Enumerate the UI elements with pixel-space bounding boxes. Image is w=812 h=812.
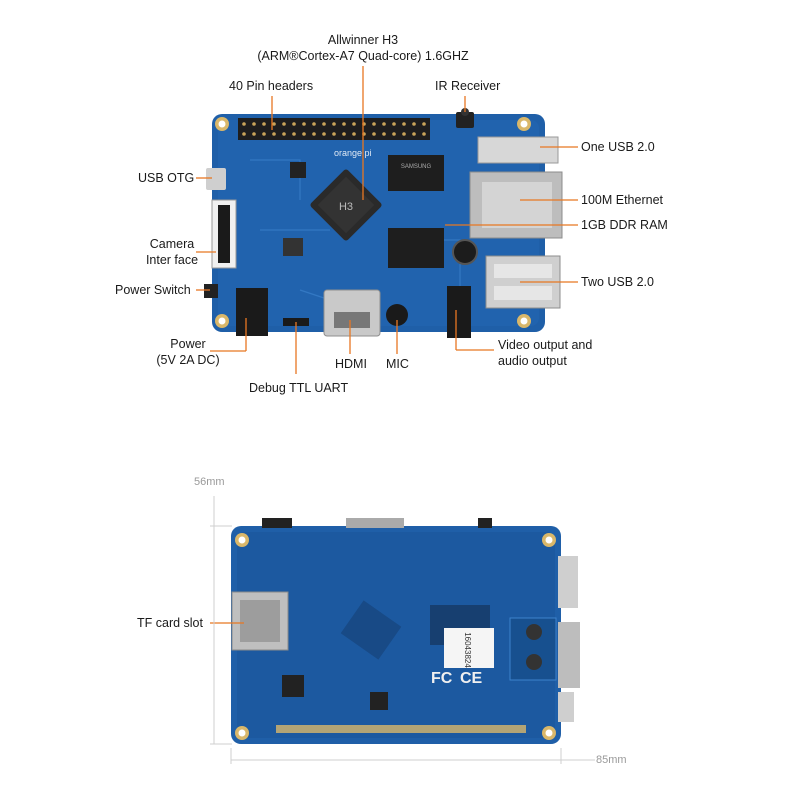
ir-receiver-label: IR Receiver [435, 79, 501, 93]
ce-mark: CE [460, 670, 483, 687]
top-leader-lines [196, 66, 578, 374]
height-dimension: 56mm [194, 476, 225, 488]
soc-mark: H3 [339, 201, 353, 213]
fcc-mark: FC [431, 670, 453, 687]
ethernet-label: 100M Ethernet [581, 193, 663, 207]
power-label-line2: (5V 2A DC) [156, 353, 220, 367]
one-usb-label: One USB 2.0 [581, 140, 655, 154]
camera-label: Camera Inter face [130, 236, 214, 268]
ram-mark: SAMSUNG [401, 164, 432, 170]
serial-sticker [444, 628, 494, 668]
av-jack [447, 286, 471, 338]
serial-number: 16043824 [463, 632, 472, 668]
hdmi-label: HDMI [335, 357, 367, 371]
brand-text: orange pi [334, 148, 372, 158]
two-usb-label: Two USB 2.0 [581, 275, 654, 289]
usb-otg-label: USB OTG [138, 171, 195, 185]
soc-label-line2: (ARM®Cortex-A7 Quad-core) 1.6GHZ [257, 49, 469, 63]
video-audio-line2: audio output [498, 354, 567, 368]
ram-label: 1GB DDR RAM [581, 218, 668, 232]
ir-receiver-part [456, 112, 474, 128]
pin-headers-label: 40 Pin headers [229, 79, 314, 93]
mic-part [386, 304, 408, 326]
power-switch-part [204, 284, 218, 298]
soc-chip [310, 169, 382, 241]
power-label: Power (5V 2A DC) [140, 336, 236, 368]
one-usb-port [477, 136, 559, 164]
dimension-lines [210, 496, 595, 764]
power-label-line1: Power [170, 337, 206, 351]
power-switch-label: Power Switch [115, 283, 191, 297]
soc-label: Allwinner H3 (ARM®Cortex-A7 Quad-core) 1… [253, 32, 473, 64]
power-jack [236, 288, 268, 336]
video-audio-label: Video output and audio output [498, 337, 592, 369]
top-board: H3 SAMSUNG orange pi [204, 108, 563, 338]
tf-card-label: TF card slot [137, 616, 203, 630]
usb-otg-port [206, 168, 226, 190]
ram-chip-2 [388, 228, 444, 268]
ram-chip-1 [388, 155, 444, 191]
width-dimension: 85mm [596, 754, 627, 766]
soc-label-line1: Allwinner H3 [327, 33, 399, 47]
pin-header [238, 118, 430, 140]
camera-label-line1: Camera [149, 237, 195, 251]
video-audio-line1: Video output and [498, 338, 593, 352]
camera-label-line2: Inter face [145, 253, 199, 267]
mic-label: MIC [386, 357, 409, 371]
debug-uart-label: Debug TTL UART [249, 381, 349, 395]
bottom-board [231, 518, 580, 744]
